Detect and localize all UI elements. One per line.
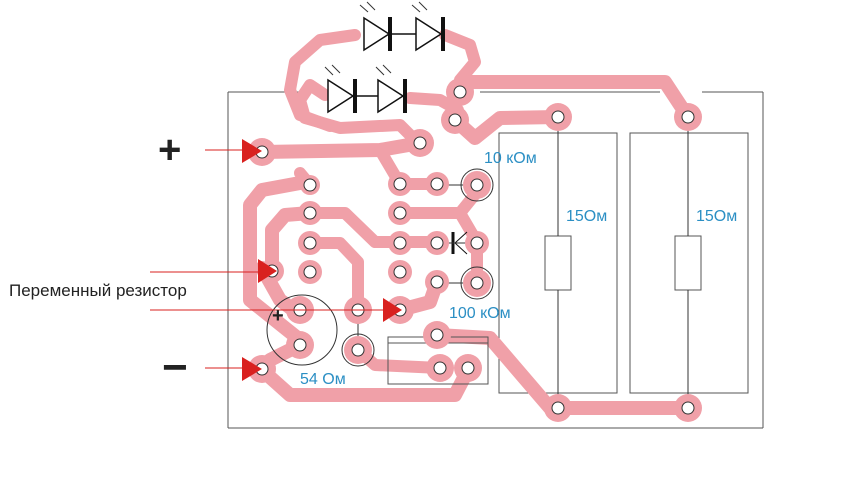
led-icon: [390, 16, 445, 52]
led-icon: [327, 78, 357, 114]
pad-hole: [433, 361, 447, 375]
pad-hole: [413, 136, 427, 150]
resistor-54-label: 54 Ом: [300, 371, 346, 388]
pad-hole: [551, 110, 565, 124]
pad-hole: [470, 276, 484, 290]
minus-arrow-icon: [242, 357, 262, 381]
resistor-15-left-label: 15Ом: [566, 208, 607, 225]
board-outline: [227, 91, 764, 429]
pad-hole: [303, 236, 317, 250]
pad-hole: [303, 265, 317, 279]
pad-hole: [393, 236, 407, 250]
capacitor-plus-label: +: [272, 305, 284, 327]
resistor-10k-label: 10 кОм: [484, 150, 537, 167]
pad-hole: [393, 265, 407, 279]
pad-hole: [430, 236, 444, 250]
led-icon: [355, 78, 407, 114]
pad-hole: [393, 206, 407, 220]
pad-hole: [303, 206, 317, 220]
pad-hole: [393, 177, 407, 191]
pad-hole: [681, 401, 695, 415]
pad-hole: [470, 236, 484, 250]
pad-hole: [551, 401, 565, 415]
minus-terminal-label: −: [162, 343, 188, 392]
pad-hole: [681, 110, 695, 124]
pad-hole: [430, 328, 444, 342]
pad-hole: [470, 178, 484, 192]
pads: [248, 78, 702, 422]
input-arrows: [150, 139, 402, 381]
plus-terminal-label: +: [158, 128, 181, 172]
led-icon: [363, 16, 392, 52]
plus-arrow-icon: [242, 139, 262, 163]
pad-hole: [293, 338, 307, 352]
resistor-100k-label: 100 кОм: [449, 305, 511, 322]
pad-hole: [448, 113, 462, 127]
pad-hole: [351, 343, 365, 357]
pad-hole: [303, 178, 317, 192]
load-resistor-right: [629, 117, 749, 409]
resistor-15-right-label: 15Ом: [696, 208, 737, 225]
load-resistor-left: [498, 117, 618, 409]
pad-hole: [461, 361, 475, 375]
varres-arrow2-icon: [383, 298, 402, 322]
pad-hole: [430, 177, 444, 191]
varres-arrow-icon: [258, 259, 277, 283]
variable-resistor-label: Переменный резистор: [9, 281, 187, 300]
pad-hole: [430, 275, 444, 289]
pad-hole: [453, 85, 467, 99]
leds: [324, 1, 445, 114]
capacitor-outline: [266, 294, 338, 366]
